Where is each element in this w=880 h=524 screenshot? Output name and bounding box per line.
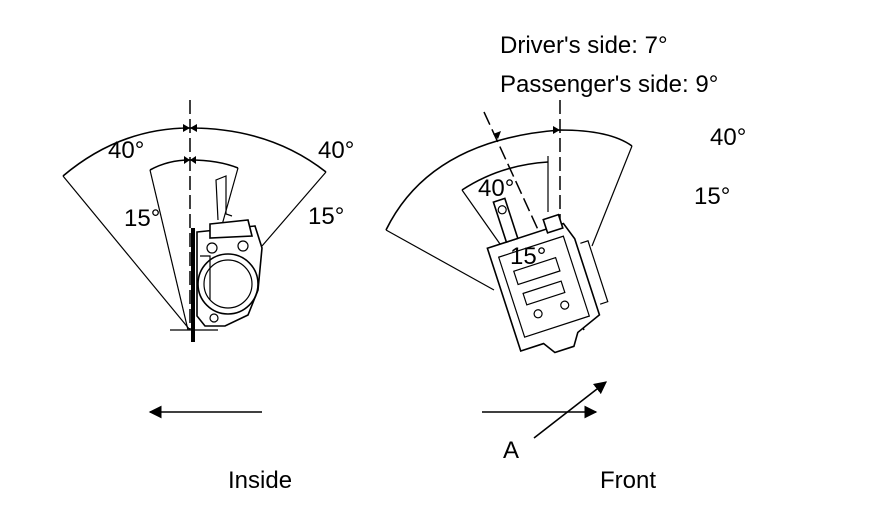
- inside-label: Inside: [228, 467, 292, 494]
- front-label: Front: [600, 467, 656, 494]
- right-40-limit-line-left: [385, 229, 495, 291]
- right-angle-inner-side-label: 15°: [694, 183, 730, 210]
- right-view: 40° 15° 40° 15° Front A: [385, 100, 746, 494]
- right-angle-inner-tilted-label: 40°: [478, 175, 514, 202]
- left-angle-inner-right-label: 15°: [308, 203, 344, 230]
- left-angle-outer-right-label: 40°: [318, 137, 354, 164]
- right-40-limit-line-right: [591, 145, 633, 247]
- driver-side-note: Driver's side: 7°: [500, 32, 668, 59]
- left-view: 40° 40° 15° 15° Inside: [62, 100, 354, 494]
- left-15-limit-line-left: [149, 169, 189, 331]
- left-angle-inner-left-label: 15°: [124, 205, 160, 232]
- right-inner-arc: [461, 161, 549, 191]
- view-a-label: A: [503, 437, 519, 464]
- left-15-limit-line-right: [221, 167, 239, 226]
- right-angle-inner-tilted-small-label: 15°: [510, 243, 546, 270]
- view-a-arrow: [533, 381, 608, 439]
- left-40-limit-line-right: [261, 171, 327, 247]
- right-inner-limit-line-left: [461, 189, 501, 245]
- left-angle-outer-left-label: 40°: [108, 137, 144, 164]
- right-retractor: [486, 197, 609, 354]
- left-40-limit-line-left: [62, 175, 191, 331]
- right-angle-outer-label: 40°: [710, 124, 746, 151]
- left-40-arc-right: [189, 127, 327, 173]
- right-40-arc: [385, 129, 633, 231]
- left-15-arc-right: [189, 159, 239, 169]
- left-40-arc-left: [62, 127, 191, 177]
- left-retractor: [191, 175, 263, 342]
- passenger-side-note: Passenger's side: 9°: [500, 71, 718, 98]
